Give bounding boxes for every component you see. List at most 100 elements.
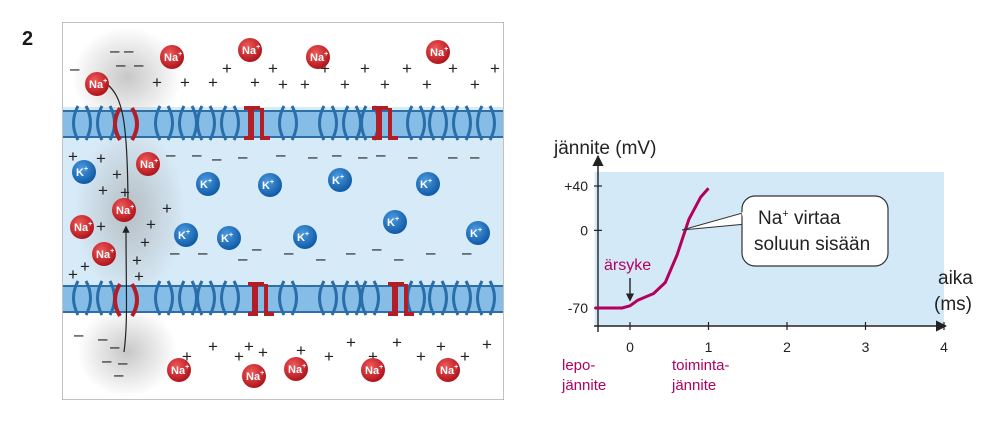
svg-text:K+: K+ [200,178,212,191]
y-tick-label: 0 [580,222,588,238]
minus-sign: – [170,243,180,262]
svg-text:K+: K+ [387,216,399,229]
minus-sign: – [238,147,248,166]
membrane-protein [220,105,240,141]
sodium-channel [372,106,398,140]
minus-sign: – [110,337,120,356]
membrane-protein [72,105,92,141]
minus-sign: – [212,149,222,168]
membrane-protein [318,280,338,316]
minus-sign: – [118,353,128,372]
plus-sign: + [490,59,500,78]
minus-sign: – [70,59,80,78]
membrane-protein [406,105,426,141]
plus-sign: + [422,75,432,94]
plus-sign: + [324,347,334,366]
svg-text:K+: K+ [178,229,190,242]
rest-potential-label: lepo- [562,357,595,374]
minus-sign: – [238,249,248,268]
sodium-ion: Na+ [426,40,450,64]
plus-sign: + [278,75,288,94]
plus-sign: + [152,73,162,92]
sodium-ion: Na+ [85,72,109,96]
minus-sign: – [198,243,208,262]
svg-text:Na+: Na+ [430,46,448,59]
x-tick-label: 1 [705,339,713,355]
upper-membrane [63,110,503,138]
potassium-ion: K+ [416,172,440,196]
potassium-ion: K+ [196,172,220,196]
membrane-protein [278,280,298,316]
minus-sign: – [114,365,124,384]
sodium-channel [113,282,139,318]
potassium-ion: K+ [383,210,407,234]
minus-sign: – [426,243,436,262]
minus-sign: – [316,249,326,268]
svg-text:Na+: Na+ [440,364,458,377]
ion-flow-haze [77,307,177,397]
sodium-ion: Na+ [284,357,308,381]
potassium-ion: K+ [72,160,96,184]
svg-text:Na+: Na+ [365,364,383,377]
plus-sign: + [392,333,402,352]
plus-sign: + [268,59,278,78]
svg-text:K+: K+ [420,178,432,191]
membrane-protein [196,105,216,141]
minus-sign: – [276,145,286,164]
plus-sign: + [402,59,412,78]
x-tick-label: 3 [862,339,870,355]
ions: Na+Na+Na+Na+Na+Na+Na+Na+Na+Na+Na+Na+Na+N… [70,38,490,388]
plus-sign: + [162,199,172,218]
membrane-proteins-lower [72,280,496,316]
minus-sign: – [376,145,386,164]
sodium-ion: Na+ [306,45,330,69]
sodium-channel [248,282,274,316]
potassium-ion: K+ [174,223,198,247]
rest-potential-label-2: jännite [561,377,606,394]
minus-sign: – [166,145,176,164]
plus-sign: + [146,215,156,234]
plus-sign: + [296,341,306,360]
minus-sign: – [98,329,108,348]
plus-sign: + [320,59,330,78]
svg-text:Na+: Na+ [171,364,189,377]
svg-text:Na+: Na+ [288,363,306,376]
plus-sign: + [208,73,218,92]
potassium-ion: K+ [328,168,352,192]
minus-sign: – [346,243,356,262]
sodium-ion: Na+ [238,38,262,62]
plus-sign: + [120,183,130,202]
plus-sign: + [346,333,356,352]
membrane-protein [278,105,298,141]
plus-sign: + [222,59,232,78]
membrane-protein [72,280,92,316]
membrane-protein [476,105,496,141]
svg-text:Na+: Na+ [74,221,92,234]
minus-sign: – [134,55,144,74]
potassium-ion: K+ [217,226,241,250]
svg-text:Na+: Na+ [89,78,107,91]
membrane-protein [452,280,472,316]
minus-sign: – [192,145,202,164]
minus-sign: – [394,249,404,268]
plus-sign: + [448,59,458,78]
plus-sign: + [416,347,426,366]
svg-text:Na+: Na+ [96,248,114,261]
membrane-protein [220,280,240,316]
plus-sign: + [112,165,122,184]
callout-line-1: Na+ virtaa [758,208,841,229]
plus-sign: + [134,267,144,286]
minus-sign: – [116,55,126,74]
plus-sign: + [132,251,142,270]
membrane-proteins-upper [72,105,496,141]
minus-sign: – [448,147,458,166]
x-tick-label: 2 [783,339,791,355]
sodium-ion: Na+ [242,364,266,388]
svg-text:K+: K+ [470,227,482,240]
plus-sign: + [250,73,260,92]
y-axis-label: jännite (mV) [553,138,656,159]
svg-text:Na+: Na+ [140,158,158,171]
plus-sign: + [234,347,244,366]
plus-sign: + [470,75,480,94]
minus-sign: – [110,41,120,60]
